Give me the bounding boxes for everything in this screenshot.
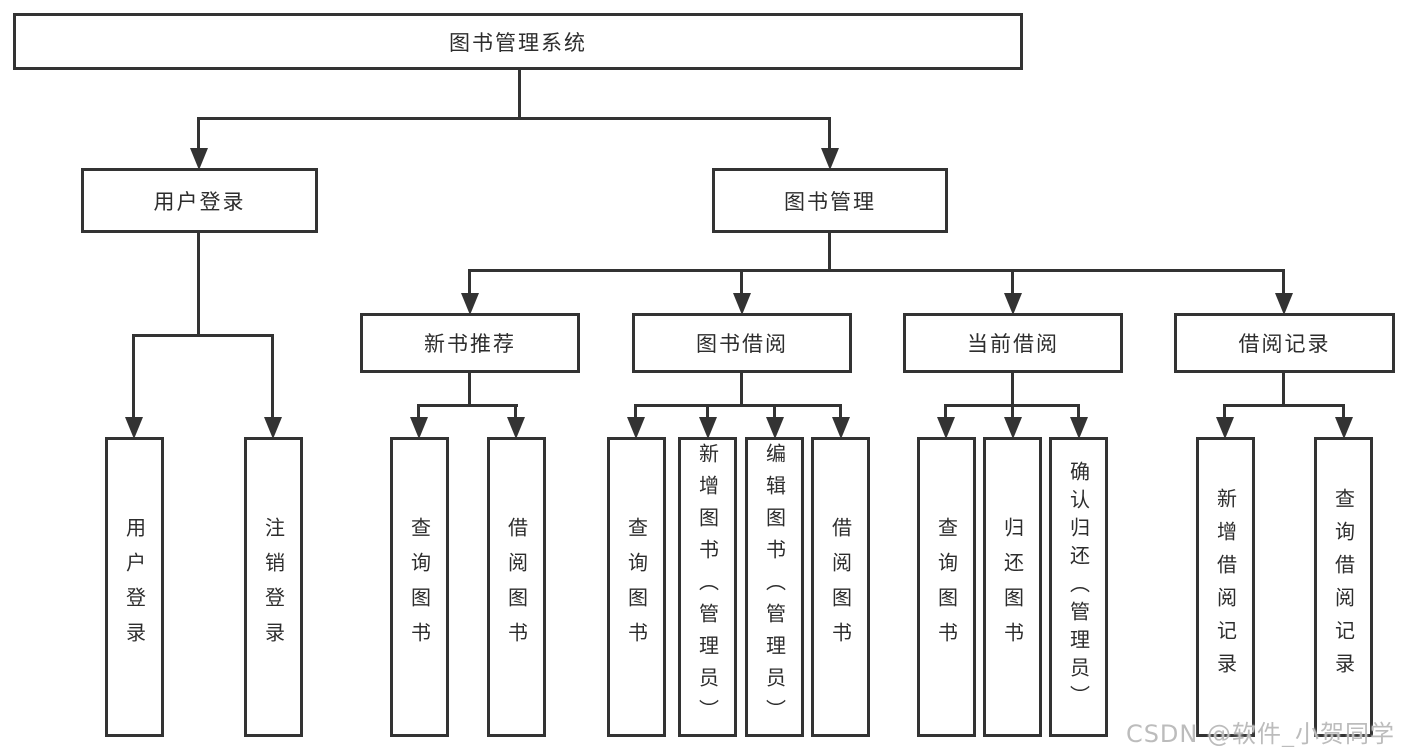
connector-line	[1011, 373, 1014, 405]
connector-line	[518, 70, 521, 118]
arrowhead-down-icon	[264, 417, 282, 439]
connector-line	[468, 269, 1285, 272]
arrowhead-down-icon	[699, 417, 717, 439]
connector-line	[514, 404, 517, 419]
node-borrowing-records-label: 借阅记录	[1238, 332, 1331, 356]
arrowhead-down-icon	[461, 293, 479, 315]
node-new-book-recommend: 新书推荐	[360, 313, 580, 373]
node-user-login-label: 用户登录	[153, 189, 246, 214]
connector-line	[1077, 404, 1080, 419]
node-query-books-recommend-label: 查询图书	[407, 517, 432, 657]
connector-line	[1282, 269, 1285, 295]
node-query-books-recommend: 查询图书	[390, 437, 449, 737]
node-confirm-return-admin-label: 确认归还（管理员）	[1066, 461, 1091, 713]
arrowhead-down-icon	[410, 417, 428, 439]
arrowhead-down-icon	[766, 417, 784, 439]
connector-line	[1011, 404, 1014, 419]
node-current-borrowing: 当前借阅	[903, 313, 1123, 373]
node-add-borrow-record-label: 新增借阅记录	[1213, 488, 1238, 686]
arrowhead-down-icon	[1004, 293, 1022, 315]
connector-line	[828, 233, 831, 269]
connector-line	[944, 404, 947, 419]
node-library-management-system-label: 图书管理系统	[449, 30, 587, 55]
arrowhead-down-icon	[190, 148, 208, 170]
node-query-books-current: 查询图书	[917, 437, 976, 737]
arrowhead-down-icon	[125, 417, 143, 439]
node-borrow-books-leaf: 借阅图书	[811, 437, 870, 737]
arrowhead-down-icon	[507, 417, 525, 439]
arrowhead-down-icon	[733, 293, 751, 315]
arrowhead-down-icon	[821, 148, 839, 170]
node-user-login-leaf: 用户登录	[105, 437, 164, 737]
arrowhead-down-icon	[832, 417, 850, 439]
node-edit-book-admin: 编辑图书（管理员）	[745, 437, 804, 737]
connector-line	[468, 269, 471, 295]
connector-line	[197, 117, 831, 120]
node-book-management-label: 图书管理	[784, 189, 876, 214]
node-library-management-system: 图书管理系统	[13, 13, 1023, 70]
node-user-login: 用户登录	[81, 168, 318, 233]
node-logout: 注销登录	[244, 437, 303, 737]
node-book-borrowing-label: 图书借阅	[696, 332, 788, 356]
node-add-book-admin: 新增图书（管理员）	[678, 437, 737, 737]
node-user-login-leaf-label: 用户登录	[122, 517, 147, 657]
node-query-books-borrowing: 查询图书	[607, 437, 666, 737]
connector-line	[706, 404, 709, 419]
node-query-borrow-record-label: 查询借阅记录	[1331, 488, 1356, 686]
node-borrow-books-recommend-label: 借阅图书	[504, 517, 529, 657]
connector-line	[1223, 404, 1345, 407]
connector-line	[1223, 404, 1226, 419]
node-new-book-recommend-label: 新书推荐	[424, 332, 516, 356]
arrowhead-down-icon	[1335, 417, 1353, 439]
node-borrow-books-recommend: 借阅图书	[487, 437, 546, 737]
arrowhead-down-icon	[627, 417, 645, 439]
arrowhead-down-icon	[1275, 293, 1293, 315]
arrowhead-down-icon	[1216, 417, 1234, 439]
node-edit-book-admin-label: 编辑图书（管理员）	[762, 443, 787, 731]
connector-line	[417, 404, 518, 407]
connector-line	[197, 117, 200, 150]
connector-line	[271, 334, 274, 419]
arrowhead-down-icon	[1070, 417, 1088, 439]
connector-line	[132, 334, 135, 419]
node-borrow-books-leaf-label: 借阅图书	[828, 517, 853, 657]
connector-line	[417, 404, 420, 419]
connector-line	[197, 233, 200, 335]
node-current-borrowing-label: 当前借阅	[967, 332, 1059, 356]
node-borrowing-records: 借阅记录	[1174, 313, 1395, 373]
connector-line	[132, 334, 274, 337]
csdn-watermark: CSDN @软件_小贺同学	[1125, 720, 1395, 747]
connector-line	[740, 373, 743, 405]
node-query-books-current-label: 查询图书	[934, 517, 959, 657]
connector-line	[468, 373, 471, 405]
connector-line	[634, 404, 637, 419]
connector-line	[839, 404, 842, 419]
arrowhead-down-icon	[937, 417, 955, 439]
connector-line	[634, 404, 842, 407]
node-book-management: 图书管理	[712, 168, 948, 233]
node-query-books-borrowing-label: 查询图书	[624, 517, 649, 657]
node-logout-label: 注销登录	[261, 517, 286, 657]
connector-line	[773, 404, 776, 419]
connector-line	[1282, 373, 1285, 405]
node-book-borrowing: 图书借阅	[632, 313, 852, 373]
node-add-borrow-record: 新增借阅记录	[1196, 437, 1255, 737]
node-return-books-label: 归还图书	[1000, 517, 1025, 657]
node-query-borrow-record: 查询借阅记录	[1314, 437, 1373, 737]
node-add-book-admin-label: 新增图书（管理员）	[695, 443, 720, 731]
connector-line	[828, 117, 831, 150]
connector-line	[1342, 404, 1345, 419]
node-confirm-return-admin: 确认归还（管理员）	[1049, 437, 1108, 737]
arrowhead-down-icon	[1004, 417, 1022, 439]
node-return-books: 归还图书	[983, 437, 1042, 737]
connector-line	[740, 269, 743, 295]
connector-line	[1011, 269, 1014, 295]
